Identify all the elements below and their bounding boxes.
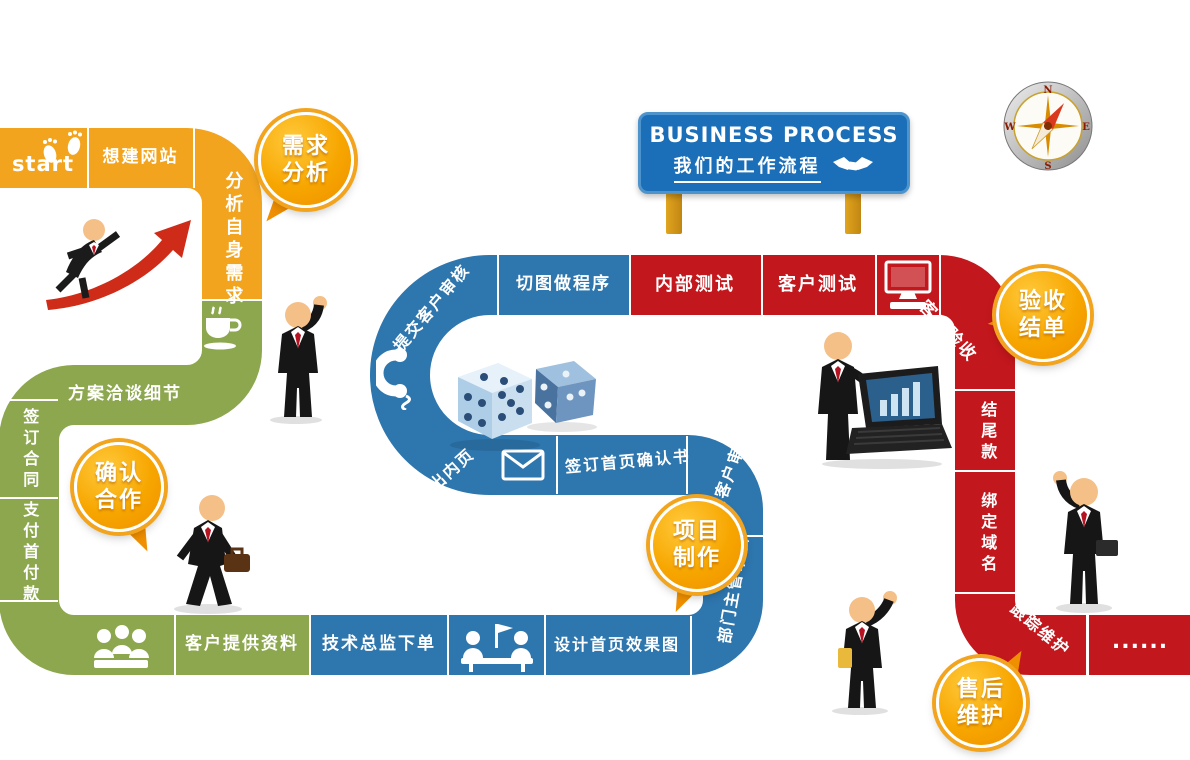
compass-w: W bbox=[1003, 122, 1016, 133]
step-separator bbox=[309, 615, 311, 675]
step-want-site: 想建网站 bbox=[102, 147, 179, 168]
compass-n: N bbox=[1043, 85, 1052, 96]
audience-icon bbox=[92, 624, 150, 676]
step-discuss-details: 方案洽谈细节 bbox=[68, 384, 182, 405]
sign-title: BUSINESS PROCESS bbox=[649, 123, 899, 147]
step-director-order: 技术总监下单 bbox=[322, 634, 436, 655]
businessman-laptop-figure bbox=[792, 328, 957, 474]
sign-post bbox=[666, 192, 682, 234]
coffee-cup-icon bbox=[200, 306, 246, 356]
step-separator bbox=[202, 299, 262, 301]
bubble-confirm-cooperation: 确认 合作 bbox=[74, 442, 164, 532]
compass-s: S bbox=[1044, 161, 1051, 172]
sign-post bbox=[845, 192, 861, 234]
step-separator bbox=[544, 615, 546, 675]
step-bind-domain: 绑定域名 bbox=[978, 492, 998, 576]
step-separator bbox=[556, 436, 558, 494]
step-separator bbox=[761, 255, 763, 315]
handshake-icon bbox=[831, 153, 875, 183]
meeting-icon bbox=[455, 622, 539, 676]
step-separator bbox=[939, 255, 941, 315]
step-slice-program: 切图做程序 bbox=[516, 274, 611, 295]
path-green-segment bbox=[0, 300, 312, 675]
businessman-briefcase-figure bbox=[1038, 466, 1130, 618]
bubble-after-sales: 售后 维护 bbox=[936, 658, 1026, 748]
computer-icon bbox=[880, 258, 936, 318]
process-signboard: BUSINESS PROCESS 我们的工作流程 bbox=[638, 112, 910, 194]
bubble-requirement-analysis: 需求 分析 bbox=[258, 112, 354, 208]
footprints-icon bbox=[38, 128, 90, 172]
phone-icon bbox=[372, 346, 428, 414]
step-analyze-needs: 分析自身需求 bbox=[222, 171, 244, 309]
step-separator bbox=[87, 128, 89, 188]
step-separator bbox=[0, 399, 58, 401]
step-internal-test: 内部测试 bbox=[655, 273, 735, 295]
path-orange-segment bbox=[0, 128, 262, 302]
compass-e: E bbox=[1082, 122, 1090, 133]
step-start: start bbox=[11, 151, 75, 176]
step-pay-deposit: 支付首付款 bbox=[20, 500, 40, 606]
step-separator bbox=[447, 615, 449, 675]
step-separator bbox=[875, 255, 877, 315]
dice-illustration bbox=[440, 335, 600, 457]
bubble-project-production: 项目 制作 bbox=[650, 498, 744, 592]
businessman-fist-figure bbox=[256, 293, 338, 429]
businessman-walking-figure bbox=[148, 492, 268, 618]
step-separator bbox=[497, 255, 499, 315]
step-final-payment: 结尾款 bbox=[978, 400, 998, 464]
step-separator bbox=[629, 255, 631, 315]
bubble-acceptance-settlement: 验收 结单 bbox=[996, 268, 1090, 362]
step-client-test: 客户测试 bbox=[778, 273, 858, 295]
compass-icon: N E S W bbox=[1002, 80, 1094, 176]
step-separator bbox=[193, 128, 195, 188]
step-separator bbox=[0, 600, 58, 602]
step-separator bbox=[0, 497, 58, 499]
businessman-waving-figure bbox=[816, 586, 908, 720]
path-red-segment bbox=[630, 255, 1190, 675]
sign-subtitle: 我们的工作流程 bbox=[673, 152, 821, 183]
step-separator bbox=[686, 436, 688, 494]
step-separator bbox=[955, 389, 1015, 391]
step-sign-contract: 签订合同 bbox=[20, 408, 40, 492]
businessman-arrow-figure bbox=[42, 200, 192, 316]
step-separator bbox=[174, 615, 176, 675]
envelope-icon bbox=[500, 448, 546, 486]
step-provide-materials: 客户提供资料 bbox=[185, 634, 299, 655]
step-separator bbox=[1086, 615, 1089, 675]
step-ellipsis: ...... bbox=[1111, 629, 1169, 655]
path-blue-segment bbox=[310, 255, 763, 675]
step-separator bbox=[690, 616, 692, 675]
step-separator bbox=[955, 592, 1015, 594]
step-design-homepage: 设计首页效果图 bbox=[553, 634, 680, 654]
step-separator bbox=[955, 470, 1015, 472]
